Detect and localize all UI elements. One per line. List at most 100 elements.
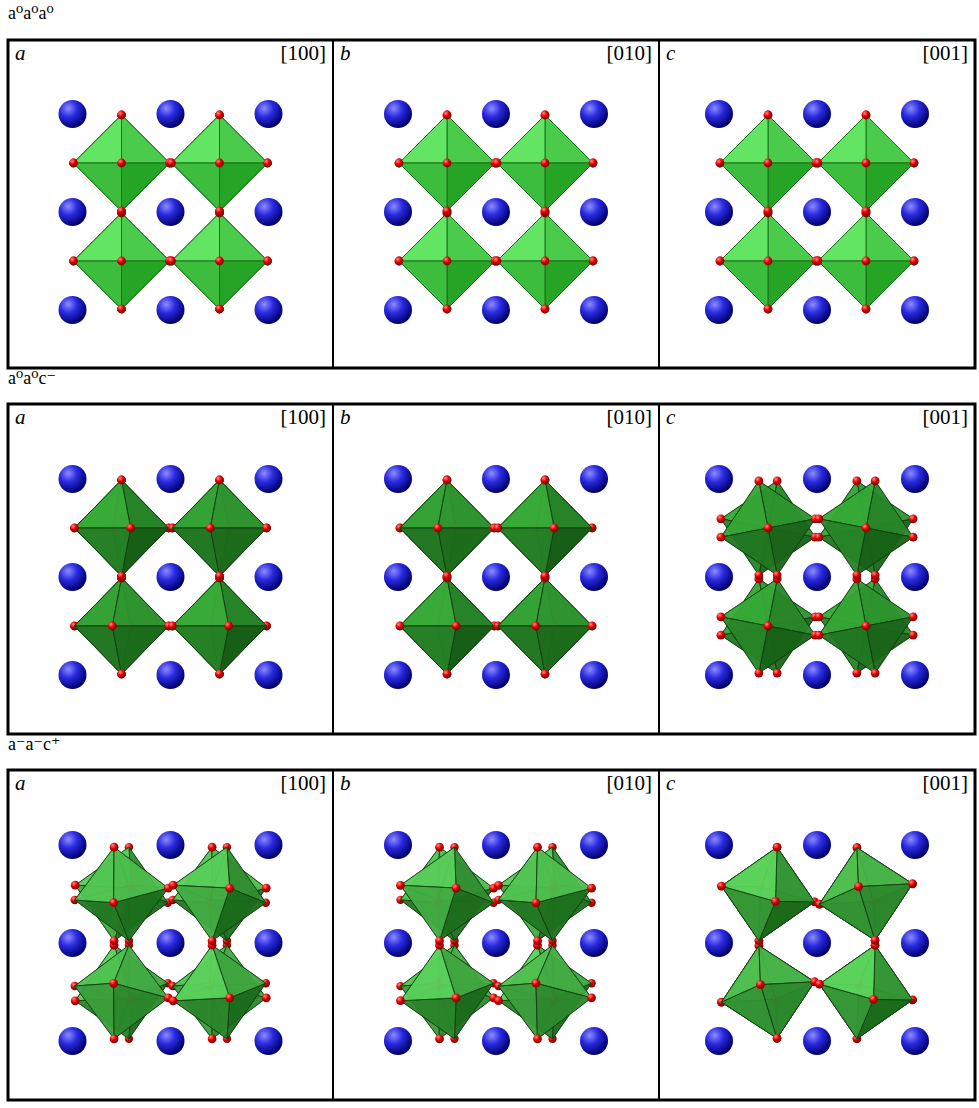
a-site-atom	[705, 1027, 733, 1055]
oxygen-atom	[117, 207, 126, 216]
oxygen-atom	[815, 980, 823, 988]
oxygen-atom	[869, 995, 878, 1004]
octahedron	[396, 843, 498, 945]
a-site-atom	[803, 198, 831, 226]
octahedron-face	[818, 213, 866, 261]
oxygen-atom	[862, 524, 870, 532]
oxygen-atom	[852, 669, 861, 678]
oxygen-atom	[167, 257, 176, 266]
octahedron-face	[122, 213, 170, 261]
oxygen-atom	[908, 880, 916, 888]
a-site-atom	[901, 465, 929, 493]
octahedron-face	[497, 163, 545, 211]
a-site-atom	[803, 661, 831, 689]
a-site-atom	[157, 661, 185, 689]
oxygen-atom	[215, 257, 224, 266]
a-site-atom	[901, 661, 929, 689]
octahedron-face	[497, 163, 545, 211]
octahedron	[716, 111, 821, 216]
octahedron-face	[122, 115, 170, 163]
oxygen-atom	[716, 533, 725, 542]
view-direction: [100]	[281, 43, 327, 64]
oxygen-atom	[452, 884, 461, 893]
oxygen-atom	[435, 843, 444, 852]
octahedron-face	[172, 163, 220, 211]
panel-illustration	[705, 465, 929, 689]
octahedron-face	[122, 261, 170, 309]
octahedron-face	[210, 480, 266, 528]
a-site-atom	[255, 296, 283, 324]
a-site-atom	[482, 831, 510, 859]
octahedron-face	[220, 213, 268, 261]
panel-illustration	[705, 100, 929, 324]
octahedron-face	[74, 261, 122, 309]
octahedron-face	[447, 213, 495, 261]
oxygen-atom	[541, 305, 550, 314]
oxygen-atom	[764, 305, 773, 314]
oxygen-atom	[716, 159, 725, 168]
oxygen-atom	[443, 207, 452, 216]
oxygen-atom	[910, 159, 919, 168]
oxygen-atom	[541, 207, 550, 216]
octahedron	[169, 843, 271, 945]
octahedron-face	[819, 626, 875, 673]
octahedron-face	[400, 578, 456, 626]
a-site-atom	[255, 465, 283, 493]
oxygen-atom	[443, 159, 452, 168]
a-site-atom	[157, 1027, 185, 1055]
oxygen-atom	[117, 159, 126, 168]
octahedron-face	[866, 163, 914, 211]
oxygen-atom	[541, 159, 549, 167]
panel-illustration	[384, 100, 608, 324]
octahedron-face	[819, 626, 875, 673]
octahedron-face	[497, 115, 545, 163]
view-panel: b[010]	[333, 770, 659, 1100]
a-site-atom	[255, 929, 283, 957]
a-site-atom	[384, 563, 412, 591]
octahedron-face	[818, 213, 866, 261]
octahedron-face	[720, 261, 768, 309]
oxygen-atom	[215, 159, 224, 168]
octahedron	[69, 111, 174, 216]
octahedron-face	[447, 261, 495, 309]
octahedron-face	[122, 115, 170, 163]
octahedron-face	[819, 945, 875, 999]
a-site-atom	[157, 929, 185, 957]
panel-illustration	[59, 831, 283, 1055]
a-site-atom	[255, 831, 283, 859]
octahedron	[167, 209, 272, 314]
oxygen-atom	[443, 257, 451, 265]
octahedron-face	[497, 115, 545, 163]
octahedron	[493, 209, 598, 314]
octahedron	[168, 574, 271, 679]
oxygen-atom	[773, 843, 781, 851]
oxygen-atom	[71, 881, 80, 890]
oxygen-atom	[862, 524, 871, 533]
oxygen-atom	[395, 622, 404, 631]
oxygen-atom	[541, 111, 550, 120]
oxygen-atom	[443, 305, 452, 314]
a-site-atom	[384, 465, 412, 493]
octahedron-face	[768, 115, 816, 163]
oxygen-atom	[764, 111, 773, 120]
octahedron-face	[819, 579, 866, 635]
oxygen-atom	[395, 257, 404, 266]
octahedron-face	[768, 213, 816, 261]
oxygen-atom	[814, 257, 823, 266]
octahedron	[717, 941, 819, 1042]
octahedron-face	[172, 163, 220, 211]
oxygen-atom	[541, 670, 550, 679]
octahedron	[493, 209, 598, 314]
oxygen-atom	[396, 622, 404, 630]
a-site-atom	[255, 198, 283, 226]
oxygen-atom	[168, 622, 177, 631]
oxygen-atom	[764, 207, 773, 216]
oxygen-atom	[541, 476, 550, 485]
octahedron-face	[818, 115, 866, 163]
octahedron-face	[447, 115, 495, 163]
oxygen-atom	[717, 882, 725, 890]
view-direction: [010]	[607, 407, 653, 428]
oxygen-atom	[433, 524, 442, 533]
oxygen-atom	[215, 257, 223, 265]
octahedron-face	[545, 115, 593, 163]
